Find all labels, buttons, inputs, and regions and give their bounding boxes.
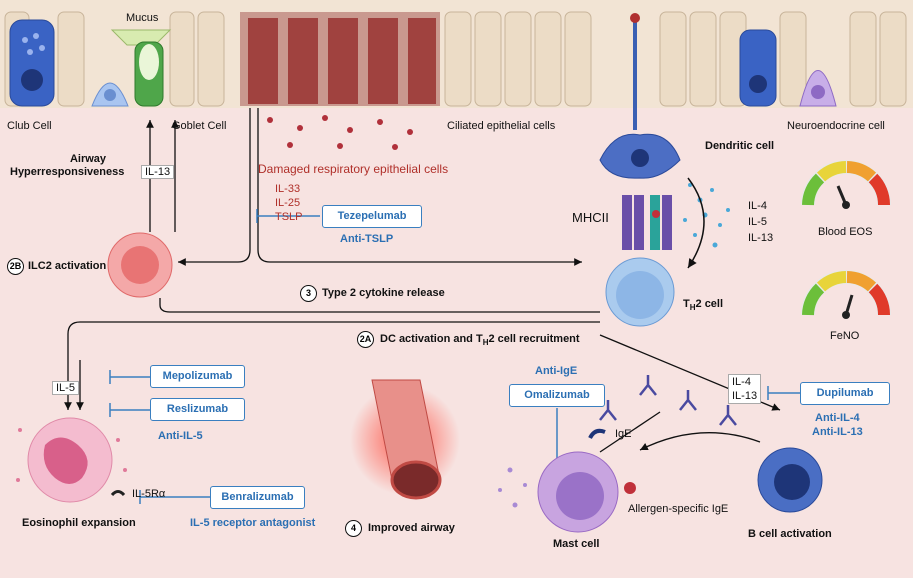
mhcii-icon (622, 195, 672, 250)
step-2b-marker: 2B (7, 258, 24, 275)
ige-antibodies-icon (599, 375, 737, 426)
fc-receptor-icon (588, 428, 606, 439)
il5r-icon (110, 490, 126, 497)
type2-release-label: Type 2 cytokine release (322, 287, 445, 299)
allergen-icon (624, 482, 636, 494)
ilc2-cell-icon (107, 232, 173, 298)
anti-ige-label: Anti-IgE (535, 365, 578, 377)
neuroendocrine-cell-icon (739, 29, 837, 107)
alarmin-dots (267, 115, 413, 150)
dc-il4-label: IL-4 (748, 200, 767, 212)
goblet-cell-label: Goblet Cell (172, 120, 227, 132)
blood-eos-label: Blood EOS (818, 226, 873, 238)
basal-cell-icon (91, 82, 129, 107)
dc-il5-label: IL-5 (748, 216, 767, 228)
blood-eos-gauge-icon (801, 160, 891, 209)
ciliated-cells-label: Ciliated epithelial cells (447, 120, 556, 132)
mhcii-label: MHCII (572, 210, 609, 225)
b-cell-activation-label: B cell activation (748, 528, 832, 540)
pathway-arrows (64, 108, 781, 453)
benralizumab-box: Benralizumab (210, 486, 305, 509)
tezepelumab-box: Tezepelumab (322, 205, 422, 228)
dendritic-cell-label: Dendritic cell (705, 140, 775, 152)
feno-gauge-icon (801, 270, 891, 319)
hyperresponsiveness-label: Hyperresponsiveness (10, 166, 125, 178)
dupilumab-box: Dupilumab (800, 382, 890, 405)
step-2a-marker: 2A (357, 331, 374, 348)
anti-il5-label: Anti-IL-5 (158, 430, 203, 442)
goblet-cell-icon (110, 29, 172, 107)
inhibition-lines (109, 209, 800, 504)
il25-label: IL-25 (275, 197, 301, 209)
anti-il13-label: Anti-IL-13 (812, 426, 863, 438)
allergen-specific-ige-label: Allergen-specific IgE (628, 503, 729, 515)
dendritic-cell-icon (599, 13, 681, 179)
th2-cell-label: TH2 cell (683, 298, 724, 313)
th2-cell-icon (605, 257, 675, 327)
b-cell-icon (757, 447, 823, 513)
il13-airway-label: IL-13 (141, 165, 175, 179)
dc-il13-label: IL-13 (748, 232, 774, 244)
bcell-cytokines-box: IL-4 IL-13 (728, 374, 762, 404)
step-3-marker: 3 (300, 285, 317, 302)
ilc2-activation-label: ILC2 activation (28, 260, 107, 272)
airway-icon (350, 379, 460, 500)
omalizumab-box: Omalizumab (509, 384, 605, 407)
anti-tslp-label: Anti-TSLP (340, 233, 394, 245)
il5-label: IL-5 (52, 381, 79, 395)
feno-label: FeNO (830, 330, 860, 342)
ige-label: IgE (615, 428, 632, 440)
club-cell-icon (9, 19, 55, 107)
airway-label: Airway (69, 153, 107, 165)
eosinophil-icon (16, 417, 127, 503)
cytokine-dots (683, 183, 730, 248)
eosinophil-expansion-label: Eosinophil expansion (22, 517, 136, 529)
il5ra-label: IL-5Rα (132, 488, 166, 500)
mast-cell-icon (498, 451, 619, 533)
il33-label: IL-33 (275, 183, 301, 195)
damaged-cells-label: Damaged respiratory epithelial cells (258, 162, 449, 176)
reslizumab-box: Reslizumab (150, 398, 245, 421)
damaged-cells-icon (240, 12, 440, 106)
il5-receptor-antagonist-label: IL-5 receptor antagonist (190, 517, 316, 529)
step-4-marker: 4 (345, 520, 362, 537)
mast-cell-label: Mast cell (553, 538, 600, 550)
tslp-label: TSLP (275, 211, 303, 223)
mepolizumab-box: Mepolizumab (150, 365, 245, 388)
club-cell-label: Club Cell (7, 120, 52, 132)
improved-airway-label: Improved airway (368, 522, 455, 534)
mucus-label: Mucus (126, 12, 159, 24)
dc-activation-label: DC activation and TH2 cell recruitment (380, 333, 580, 348)
epithelial-cells (4, 11, 907, 107)
cytokine-arrow (687, 177, 705, 269)
neuroendocrine-cell-label: Neuroendocrine cell (787, 120, 885, 132)
anti-il4-label: Anti-IL-4 (815, 412, 860, 424)
